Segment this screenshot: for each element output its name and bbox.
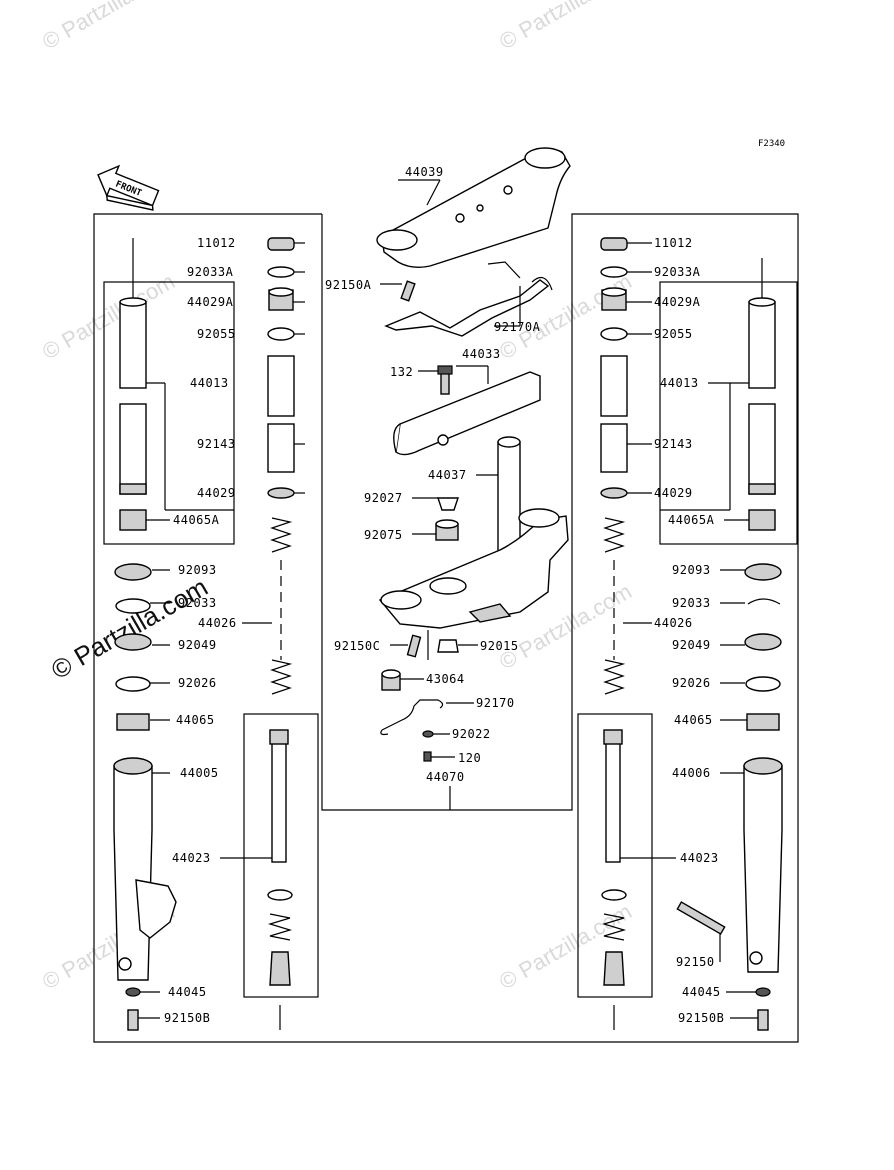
label-44033: 44033 bbox=[462, 347, 501, 361]
label-92093-left: 92093 bbox=[178, 563, 217, 577]
label-92049-right: 92049 bbox=[672, 638, 711, 652]
nut-92015 bbox=[437, 639, 478, 653]
label-92170A: 92170A bbox=[494, 320, 541, 334]
label-92170: 92170 bbox=[476, 696, 515, 710]
label-44029A-right: 44029A bbox=[654, 295, 701, 309]
right-fork-parts bbox=[600, 237, 783, 1031]
label-92033A-left: 92033A bbox=[187, 265, 234, 279]
label-92033-left: 92033 bbox=[178, 596, 217, 610]
label-44039: 44039 bbox=[405, 165, 444, 179]
clip-92170 bbox=[380, 699, 474, 736]
screw-120 bbox=[423, 751, 455, 762]
label-120: 120 bbox=[458, 751, 481, 765]
label-92150C: 92150C bbox=[334, 639, 380, 653]
label-92143-right: 92143 bbox=[654, 437, 693, 451]
label-92150B-right: 92150B bbox=[678, 1011, 724, 1025]
label-44013-left: 44013 bbox=[190, 376, 229, 390]
label-92143-left: 92143 bbox=[197, 437, 236, 451]
label-92075: 92075 bbox=[364, 528, 403, 542]
label-92033A-right: 92033A bbox=[654, 265, 701, 279]
washer-92022 bbox=[422, 730, 450, 738]
label-44070: 44070 bbox=[426, 770, 465, 784]
label-44023-right: 44023 bbox=[680, 851, 719, 865]
label-44029-right: 44029 bbox=[654, 486, 693, 500]
label-92150B-left: 92150B bbox=[164, 1011, 210, 1025]
left-fork-parts bbox=[113, 237, 295, 1031]
watermark-main: © Partzilla.com bbox=[46, 572, 213, 686]
figure-code: F2340 bbox=[758, 139, 785, 149]
cover-44033 bbox=[393, 365, 541, 456]
label-92150-right: 92150 bbox=[676, 955, 715, 969]
left-labels: 11012 92033A 44029A 92055 44013 92143 44… bbox=[164, 236, 237, 1025]
label-44065-left: 44065 bbox=[176, 713, 215, 727]
label-92022: 92022 bbox=[452, 727, 491, 741]
bolt-92150A bbox=[380, 280, 416, 302]
label-92015: 92015 bbox=[480, 639, 519, 653]
label-92055-right: 92055 bbox=[654, 327, 693, 341]
front-arrow: FRONT bbox=[97, 164, 160, 211]
upper-triple-clamp bbox=[376, 147, 571, 269]
label-92093-right: 92093 bbox=[672, 563, 711, 577]
lower-triple-clamp bbox=[378, 508, 569, 629]
label-44013-right: 44013 bbox=[660, 376, 699, 390]
label-132: 132 bbox=[390, 365, 413, 379]
right-leader-lines bbox=[620, 242, 758, 1019]
label-44005-left: 44005 bbox=[180, 766, 219, 780]
bolt-132 bbox=[418, 365, 453, 395]
label-44026-right: 44026 bbox=[654, 616, 693, 630]
label-44023-left: 44023 bbox=[172, 851, 211, 865]
label-44006-right: 44006 bbox=[672, 766, 711, 780]
grommet-43064 bbox=[381, 669, 424, 691]
label-44045-right: 44045 bbox=[682, 985, 721, 999]
watermark: © Partzilla.com bbox=[495, 269, 636, 365]
bracket-92170A bbox=[384, 261, 553, 337]
label-44029-left: 44029 bbox=[197, 486, 236, 500]
label-44029A-left: 44029A bbox=[187, 295, 234, 309]
label-92049-left: 92049 bbox=[178, 638, 217, 652]
bolt-92150C bbox=[390, 630, 429, 660]
frames bbox=[93, 213, 799, 1043]
label-44065A-left: 44065A bbox=[173, 513, 220, 527]
watermark: © Partzilla.com bbox=[38, 0, 179, 54]
label-44065A-right: 44065A bbox=[668, 513, 715, 527]
label-92026-right: 92026 bbox=[672, 676, 711, 690]
watermark: © Partzilla.com bbox=[495, 0, 636, 54]
label-11012-right: 11012 bbox=[654, 236, 693, 250]
right-labels: 11012 92033A 44029A 92055 44013 92143 44… bbox=[654, 236, 724, 1025]
label-11012-left: 11012 bbox=[197, 236, 236, 250]
label-44065-right: 44065 bbox=[674, 713, 713, 727]
left-leader-lines bbox=[138, 242, 305, 1019]
label-92150A: 92150A bbox=[325, 278, 372, 292]
label-44045-left: 44045 bbox=[168, 985, 207, 999]
washer-92027 bbox=[412, 497, 459, 511]
label-92033-right: 92033 bbox=[672, 596, 711, 610]
label-92055-left: 92055 bbox=[197, 327, 236, 341]
collar-92075 bbox=[412, 519, 459, 541]
watermark: © Partzilla.com bbox=[38, 269, 179, 365]
label-44037: 44037 bbox=[428, 468, 467, 482]
label-44026-left: 44026 bbox=[198, 616, 237, 630]
label-92027: 92027 bbox=[364, 491, 403, 505]
label-92026-left: 92026 bbox=[178, 676, 217, 690]
label-43064: 43064 bbox=[426, 672, 465, 686]
